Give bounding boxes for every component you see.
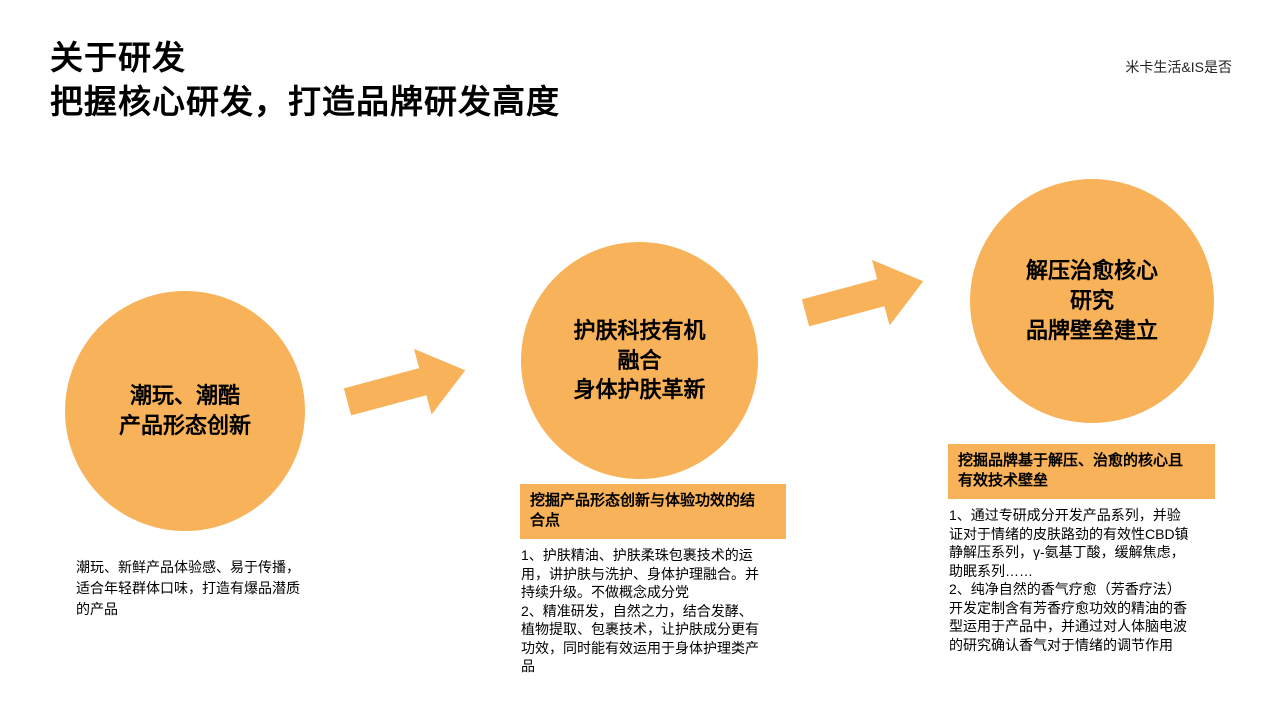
slide-title: 关于研发 把握核心研发，打造品牌研发高度 bbox=[50, 39, 560, 120]
flow-circle-step-2-label: 护肤科技有机 融合 身体护肤革新 bbox=[573, 317, 706, 403]
flow-circle-step-3: 解压治愈核心 研究 品牌壁垒建立 bbox=[970, 179, 1214, 423]
flow-circle-step-1-label: 潮玩、潮酷 产品形态创新 bbox=[118, 383, 251, 438]
brand-watermark: 米卡生活&IS是否 bbox=[1125, 59, 1232, 75]
step-3-tag-box: 挖掘品牌基于解压、治愈的核心且有效技术壁垒 bbox=[948, 444, 1215, 499]
step-3-description: 1、通过专研成分开发产品系列，并验证对于情绪的皮肤路劲的有效性CBD镇静解压系列… bbox=[949, 507, 1189, 653]
flow-circle-step-3-label: 解压治愈核心 研究 品牌壁垒建立 bbox=[1025, 258, 1158, 343]
block-arrow-right-icon bbox=[801, 259, 924, 327]
flow-circle-step-1: 潮玩、潮酷 产品形态创新 bbox=[65, 291, 305, 531]
step-2-description: 1、护肤精油、护肤柔珠包裹技术的运用，讲护肤与洗护、身体护理融合。并持续升级。不… bbox=[521, 547, 759, 674]
step-1-description: 潮玩、新鲜产品体验感、易于传播，适合年轻群体口味，打造有爆品潜质的产品 bbox=[76, 559, 300, 617]
block-arrow-right-icon bbox=[343, 348, 466, 416]
flow-arrow-2 bbox=[797, 248, 934, 350]
flow-arrow-1 bbox=[339, 337, 476, 439]
step-2-tag-box: 挖掘产品形态创新与体验功效的结合点 bbox=[520, 484, 786, 539]
flow-circle-step-2: 护肤科技有机 融合 身体护肤革新 bbox=[521, 242, 758, 479]
